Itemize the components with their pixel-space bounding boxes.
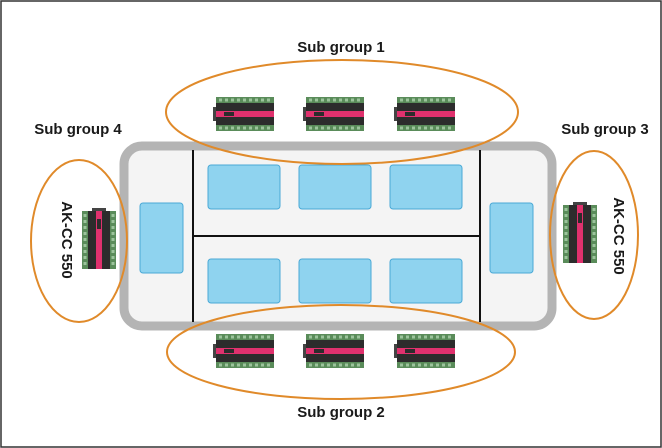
controller-module-icon bbox=[213, 334, 274, 368]
controller-module-icon bbox=[82, 208, 116, 269]
display-panel bbox=[389, 258, 463, 304]
sub-group-3: Sub group 3 AK-CC 550 bbox=[549, 121, 649, 320]
sub-group-1-label: Sub group 1 bbox=[297, 39, 385, 56]
controller-module-icon bbox=[394, 97, 455, 131]
display-panel-left-end bbox=[139, 202, 184, 274]
controller-module-icon bbox=[303, 97, 364, 131]
display-panel bbox=[207, 258, 281, 304]
sub-group-3-ellipse bbox=[549, 150, 639, 320]
sub-group-3-label: Sub group 3 bbox=[561, 121, 649, 138]
sub-group-1-ellipse bbox=[165, 59, 519, 165]
display-panel-right-end bbox=[489, 202, 534, 274]
sub-group-4-ellipse bbox=[30, 159, 128, 323]
sub-group-2-ellipse bbox=[166, 304, 516, 400]
controller-module-icon bbox=[213, 97, 274, 131]
controller-label-left: AK-CC 550 bbox=[58, 201, 75, 279]
controller-module-icon bbox=[563, 202, 597, 263]
sub-group-4-label: Sub group 4 bbox=[34, 121, 122, 138]
display-panel bbox=[389, 164, 463, 210]
sub-group-1: Sub group 1 bbox=[165, 39, 519, 165]
display-case bbox=[119, 141, 557, 331]
sub-group-2: Sub group 2 bbox=[166, 304, 516, 421]
sub-group-4: Sub group 4 AK-CC 550 bbox=[30, 121, 128, 323]
controller-module-icon bbox=[303, 334, 364, 368]
sub-group-2-label: Sub group 2 bbox=[297, 404, 385, 421]
display-panel bbox=[298, 258, 372, 304]
controller-label-right: AK-CC 550 bbox=[610, 197, 627, 275]
display-panel bbox=[298, 164, 372, 210]
controller-module-icon bbox=[394, 334, 455, 368]
display-panel bbox=[207, 164, 281, 210]
